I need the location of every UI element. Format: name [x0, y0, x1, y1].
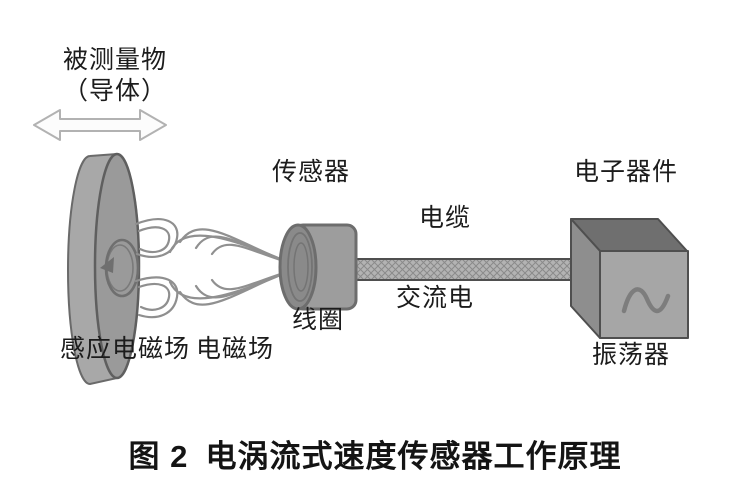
- coil-label: 线圈: [292, 307, 345, 334]
- measured-object-line1: 被测量物: [62, 47, 167, 74]
- induced-field-lines: [134, 218, 179, 319]
- induced-field-label: 感应电磁场: [60, 336, 191, 363]
- ac-current-label: 交流电: [396, 285, 475, 312]
- sine-wave-icon: [621, 287, 671, 314]
- electronic-device-label: 电子器件: [574, 159, 679, 186]
- measured-object-line2: （导体）: [62, 77, 167, 105]
- cable-line: [349, 258, 585, 281]
- sensor-probe: [278, 223, 358, 311]
- oscillator-label: 振荡器: [592, 342, 671, 369]
- eddy-current-loop-icon: [100, 238, 140, 298]
- figure-caption: 图 2 电涡流式速度传感器工作原理: [0, 431, 750, 476]
- em-field-lines: [168, 228, 292, 306]
- sensor-label: 传感器: [272, 159, 351, 186]
- em-field-label: 电磁场: [196, 336, 275, 363]
- figure-title: 电涡流式速度传感器工作原理: [205, 439, 622, 474]
- figure-number: 图 2: [128, 439, 189, 474]
- oscillator-box: [570, 218, 689, 339]
- measured-object-label: 被测量物 （导体）: [56, 46, 174, 107]
- coil-face: [278, 223, 318, 311]
- motion-arrow-icon: [33, 109, 167, 141]
- cable-label: 电缆: [419, 205, 472, 232]
